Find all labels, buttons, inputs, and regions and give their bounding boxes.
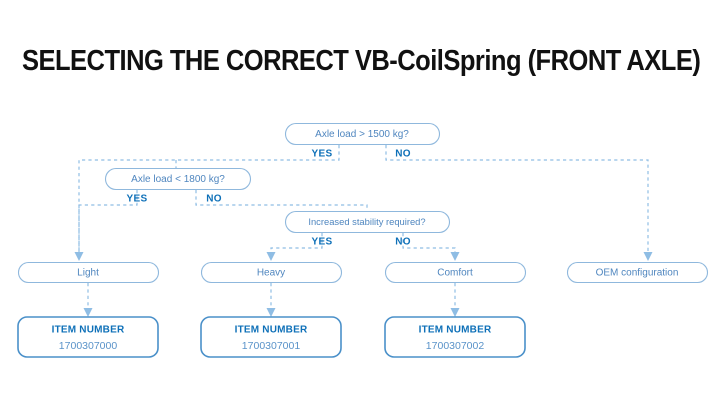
decision-axle-load-1500-box[interactable] xyxy=(284,122,441,146)
decision-axle-load-1800-box[interactable] xyxy=(104,167,252,191)
result-comfort-label: Comfort xyxy=(437,268,473,279)
item-light-number: 1700307000 xyxy=(59,340,118,352)
result-light-box[interactable] xyxy=(17,261,160,284)
connector-d3-yes xyxy=(270,233,323,252)
decision-axle-load-1500-yes: YES xyxy=(312,149,333,160)
page-title: SELECTING THE CORRECT VB-CoilSpring (FRO… xyxy=(22,45,701,77)
result-comfort[interactable]: Comfort xyxy=(384,261,527,284)
result-light-label: Light xyxy=(77,268,99,279)
connector-d2-yes xyxy=(78,190,138,252)
decision-increased-stability-box[interactable] xyxy=(284,210,451,234)
item-light-box[interactable] xyxy=(17,316,159,358)
decision-axle-load-1500-label: Axle load > 1500 kg? xyxy=(315,129,409,140)
result-heavy-label: Heavy xyxy=(257,268,285,279)
arrowhead-heavy-to-item xyxy=(266,308,276,317)
decision-increased-stability[interactable]: Increased stability required? YES NO xyxy=(284,210,451,248)
item-heavy[interactable]: ITEM NUMBER 1700307001 xyxy=(200,316,342,358)
result-light[interactable]: Light xyxy=(17,261,160,284)
arrowhead-d1-no xyxy=(643,252,653,261)
item-comfort-box[interactable] xyxy=(384,316,526,358)
item-comfort-number: 1700307002 xyxy=(426,340,485,352)
connector-d2-no xyxy=(195,190,368,211)
arrowhead-d1-yes xyxy=(74,252,84,261)
arrowhead-d3-yes xyxy=(266,252,276,261)
item-heavy-heading: ITEM NUMBER xyxy=(235,325,308,336)
result-heavy[interactable]: Heavy xyxy=(200,261,343,284)
decision-axle-load-1500-no: NO xyxy=(395,149,411,160)
item-light-heading: ITEM NUMBER xyxy=(52,325,125,336)
connector-d3-no xyxy=(402,233,456,252)
item-light[interactable]: ITEM NUMBER 1700307000 xyxy=(17,316,159,358)
arrowhead-comfort-to-item xyxy=(450,308,460,317)
decision-axle-load-1800-yes: YES xyxy=(127,194,148,205)
result-heavy-box[interactable] xyxy=(200,261,343,284)
connector-layer xyxy=(74,145,653,317)
decision-increased-stability-no: NO xyxy=(395,237,411,248)
decision-axle-load-1800[interactable]: Axle load < 1800 kg? YES NO xyxy=(104,167,252,205)
arrowhead-light-to-item xyxy=(83,308,93,317)
item-comfort[interactable]: ITEM NUMBER 1700307002 xyxy=(384,316,526,358)
decision-axle-load-1500[interactable]: Axle load > 1500 kg? YES NO xyxy=(284,122,441,160)
item-heavy-box[interactable] xyxy=(200,316,342,358)
result-comfort-box[interactable] xyxy=(384,261,527,284)
connector-d1-yes xyxy=(78,145,340,252)
decision-axle-load-1800-no: NO xyxy=(206,194,222,205)
decision-increased-stability-yes: YES xyxy=(312,237,333,248)
connector-d1-no xyxy=(385,145,649,252)
decision-axle-load-1800-label: Axle load < 1800 kg? xyxy=(131,174,225,185)
decision-increased-stability-label: Increased stability required? xyxy=(308,216,425,227)
result-oem-label: OEM configuration xyxy=(596,268,679,279)
item-heavy-number: 1700307001 xyxy=(242,340,301,352)
item-comfort-heading: ITEM NUMBER xyxy=(419,325,492,336)
result-oem-box[interactable] xyxy=(566,261,709,284)
arrowhead-d3-no xyxy=(450,252,460,261)
result-oem[interactable]: OEM configuration xyxy=(566,261,709,284)
